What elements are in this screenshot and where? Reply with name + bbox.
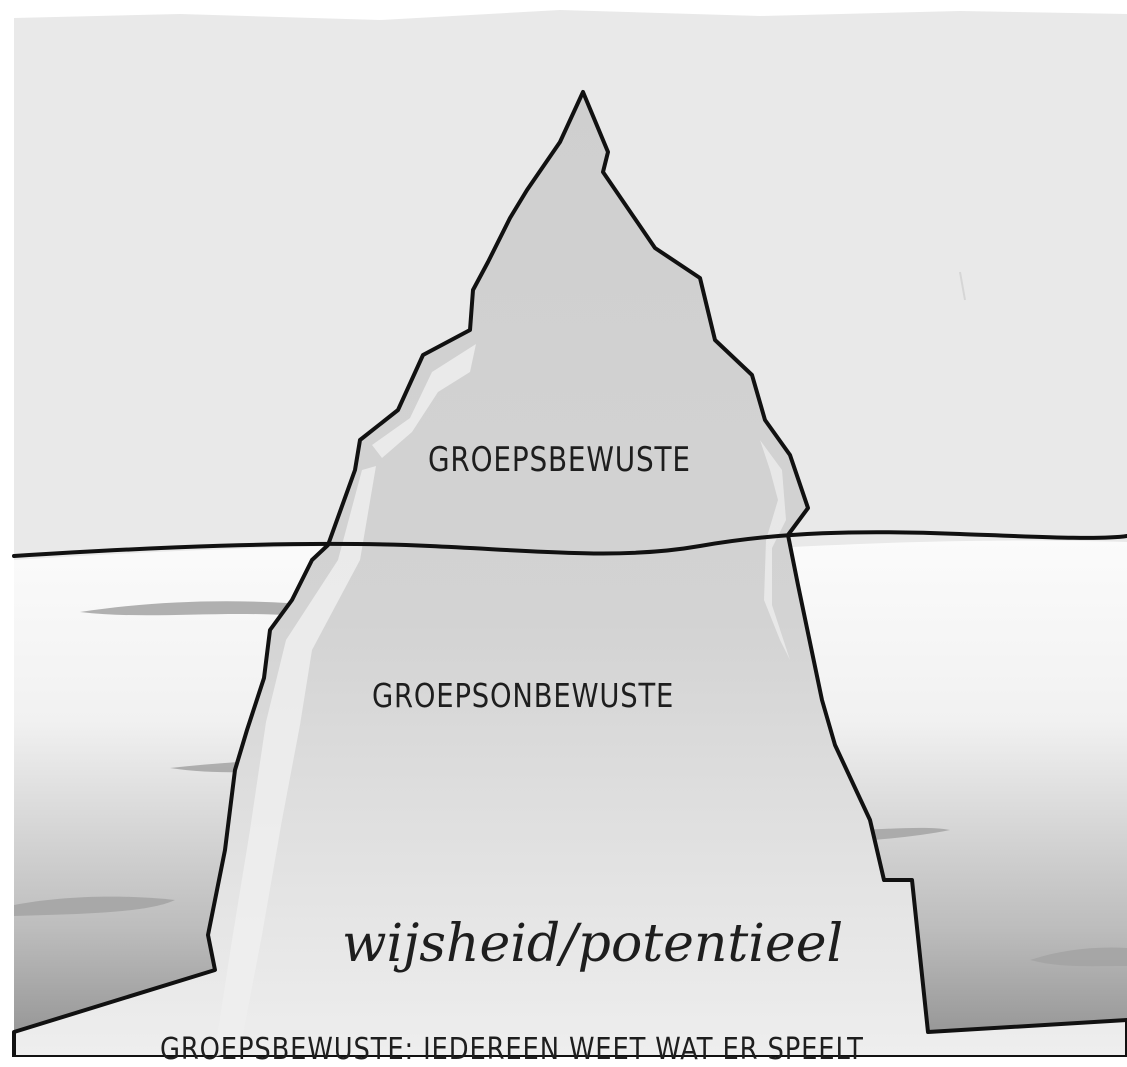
groepsbewuste-label: GROEPSBEWUSTE xyxy=(428,440,691,480)
caption-text: GROEPSBEWUSTE: IEDEREEN WEET WAT ER SPEE… xyxy=(160,1032,864,1067)
wijsheid-potentieel-label: wijsheid/potentieel xyxy=(342,914,843,974)
groepsonbewuste-label: GROEPSONBEWUSTE xyxy=(372,676,674,715)
